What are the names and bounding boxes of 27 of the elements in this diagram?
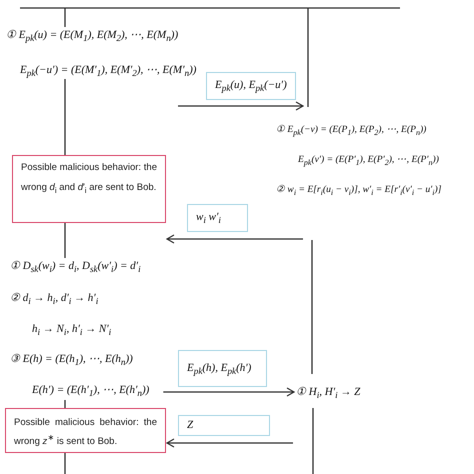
formula: ② d$_{i}$ → h$_{i}$, d′$_{i}$ → h′$_{i}$ bbox=[10, 290, 98, 308]
message-box: E$_{pk}$(h), E$_{pk}$(h′) bbox=[178, 350, 267, 387]
arrow bbox=[166, 234, 303, 244]
formula: ① H$_{i}$, H′$_{i}$ → Z bbox=[296, 374, 360, 408]
formula: E(h′) = (E(h′$_{1}$), ⋯, E(h′$_{n}$)) bbox=[32, 382, 150, 400]
lifeline bbox=[64, 453, 66, 474]
lifeline bbox=[64, 8, 66, 27]
formula: ① D$_{sk}$(w$_{i}$) = d$_{i}$, D$_{sk}$(w′$_{i}$) = d′$_{i}$ bbox=[10, 258, 141, 276]
message-box: E$_{pk}$(u), E$_{pk}$(−u′) bbox=[206, 72, 296, 100]
formula: E$_{pk}$(−u′) = (E(M′$_{1}$), E(M′$_{2}$), ⋯, E(M′$_{n}$)) bbox=[20, 62, 196, 79]
warning-box: Possible malicious behavior: the wrong z$^{∗}$ is sent to Bob. bbox=[5, 408, 166, 453]
lifeline bbox=[64, 223, 66, 258]
lifeline bbox=[311, 240, 313, 374]
lifeline bbox=[64, 79, 66, 155]
formula: ③ E(h) = (E(h$_{1}$), ⋯, E(h$_{n}$)) bbox=[10, 351, 133, 369]
arrow bbox=[178, 101, 304, 111]
formula: ① E$_{pk}$(u) = (E(M$_{1}$), E(M$_{2}$), ⋯, E(M$_{n}$)) bbox=[6, 27, 178, 45]
formula: ① E$_{pk}$(−v) = (E(P$_{1}$), E(P$_{2}$), ⋯, E(P$_{n}$)) bbox=[276, 104, 426, 138]
lifeline bbox=[312, 408, 314, 474]
message-box: w$_{i}$ w′$_{i}$ bbox=[187, 204, 248, 232]
formula: h$_{i}$ → N$_{i}$, h′$_{i}$ → N′$_{i}$ bbox=[32, 321, 112, 339]
message-box: Z bbox=[178, 415, 270, 436]
warning-box: Possible malicious behavior: the wrong d$_{i}$ and d′$_{i}$ are sent to Bob. bbox=[12, 155, 166, 223]
arrow bbox=[163, 387, 295, 397]
arrow bbox=[166, 438, 293, 448]
formula: E$_{pk}$(v′) = (E(P′$_{1}$), E(P′$_{2}$), ⋯, E(P′$_{n}$)) bbox=[298, 152, 439, 169]
formula: ② w$_{i}$ = E[r$_{i}$(u$_{i}$ − v$_{i}$)], w′$_{i}$ = E[r′$_{i}$(v′$_{i}$ − u′$_{i}$)] bbox=[276, 182, 442, 199]
